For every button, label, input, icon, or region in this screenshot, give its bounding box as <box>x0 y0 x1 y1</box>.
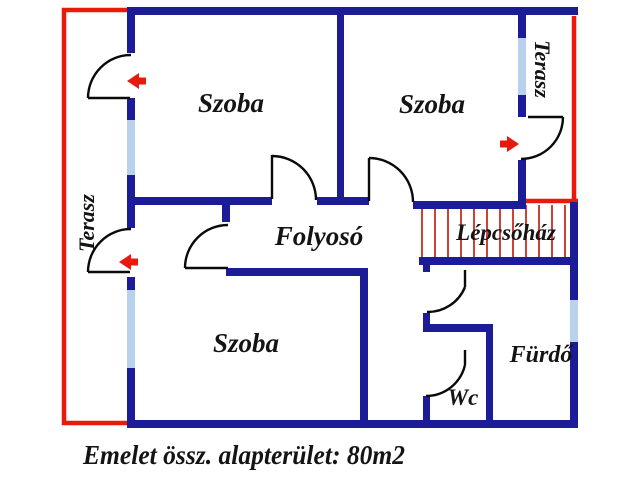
bottom-room-east-wall <box>360 268 368 428</box>
window-bathroom-east <box>570 300 578 342</box>
door-corridor-to-bottom-room <box>183 223 229 270</box>
exit-arrows <box>119 73 519 270</box>
staircase-north-wall <box>413 201 523 209</box>
door-corridor-to-top-left-room <box>270 154 318 201</box>
staircase-south-wall <box>419 257 578 265</box>
room-label-szoba-top-right: Szoba <box>399 89 465 119</box>
terrace-exit-arrow-right-icon <box>500 136 519 152</box>
room-label-szoba-top-left: Szoba <box>198 88 264 118</box>
window-right-terrace-wall <box>518 38 526 95</box>
door-bathroom <box>426 270 467 314</box>
room-label-terasz-right: Terasz <box>530 40 555 98</box>
corridor-door-jamb-wall <box>222 197 230 222</box>
wc-east-wall <box>486 324 493 428</box>
room-label-szoba-bottom: Szoba <box>213 328 279 358</box>
outer-wall-west <box>127 368 135 428</box>
outer-wall-south <box>127 420 578 428</box>
door-bottom-left-terrace <box>86 227 132 274</box>
outer-wall-west <box>127 7 135 53</box>
left-terrace-outline <box>61 7 130 426</box>
bathroom-west-wall <box>423 262 430 272</box>
walls <box>127 7 578 428</box>
outer-wall-west <box>127 98 135 120</box>
outer-wall-west <box>127 277 135 290</box>
terrace-exit-arrow-left-lower-icon <box>119 254 138 270</box>
wc-north-wall <box>423 324 493 332</box>
corridor-north-wall <box>317 197 369 205</box>
room-label-folyoso: Folyosó <box>274 221 364 251</box>
outer-wall-north <box>130 7 578 15</box>
room-label-wc: Wc <box>448 385 479 410</box>
terrace-outlines <box>61 7 578 426</box>
door-corridor-to-top-right-room <box>367 156 415 203</box>
outer-wall-east <box>570 342 578 428</box>
corridor-north-wall <box>130 197 272 205</box>
corridor-south-wall <box>226 268 368 276</box>
window-west-lower <box>127 290 135 368</box>
outer-wall-east <box>570 202 578 300</box>
door-top-left-terrace <box>86 53 132 100</box>
right-terrace-wall <box>518 15 526 38</box>
door-right-terrace <box>520 115 565 161</box>
windows <box>127 38 578 368</box>
right-terrace-wall <box>518 160 526 209</box>
bathroom-west-wall <box>423 313 430 332</box>
right-terrace-wall <box>518 95 526 117</box>
door-wc <box>425 350 467 398</box>
window-west-upper <box>127 120 135 175</box>
wall-between-top-rooms <box>337 15 344 205</box>
staircase-hatching <box>421 205 566 257</box>
room-label-furdo: Fürdő <box>509 342 575 368</box>
terrace-exit-arrow-left-upper-icon <box>127 73 146 89</box>
floor-area-caption: Emelet össz. alapterület: 80m2 <box>82 440 405 470</box>
room-labels: Szoba Szoba Szoba Folyosó Lépcsőház Fürd… <box>74 40 574 410</box>
wc-west-wall <box>423 396 430 424</box>
doors <box>86 53 565 398</box>
room-label-lepcsohaz: Lépcsőház <box>455 220 556 245</box>
room-label-terasz-left: Terasz <box>74 194 99 252</box>
